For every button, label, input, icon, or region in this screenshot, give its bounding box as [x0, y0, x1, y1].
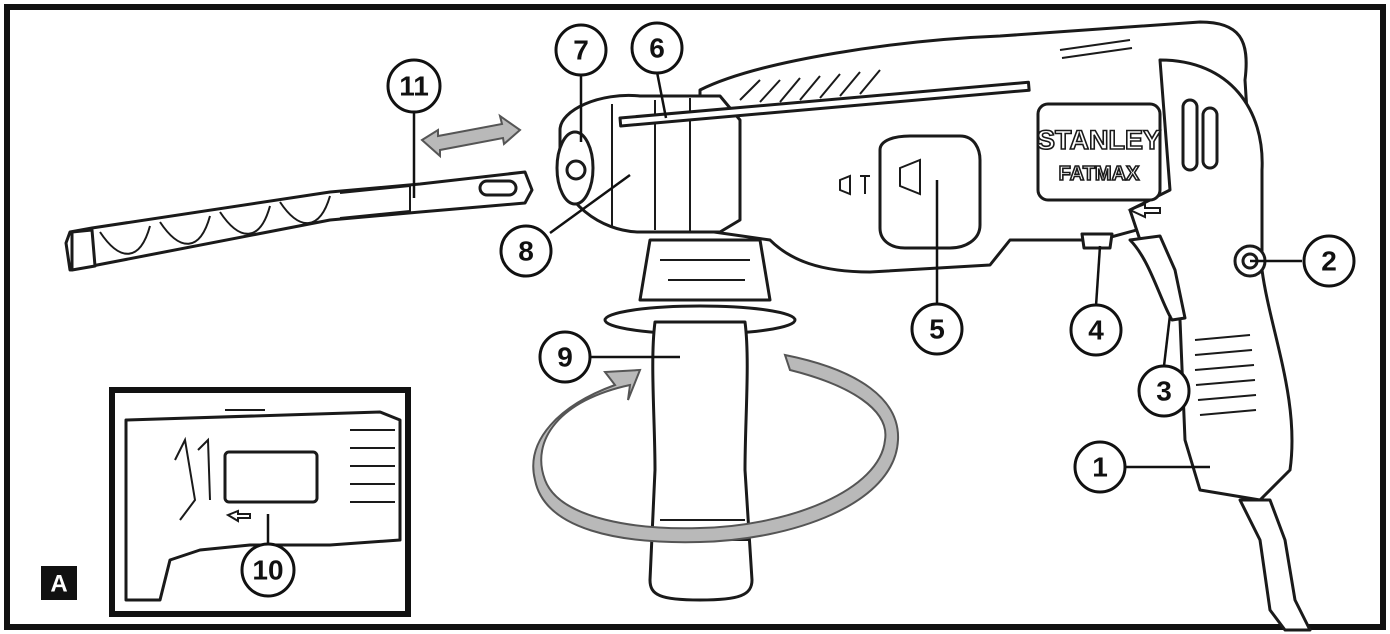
callout-3: 3 [1137, 364, 1191, 418]
brand-logo-line1: STANLEY [1037, 125, 1161, 155]
callout-9-label: 9 [557, 342, 573, 373]
callout-10-label: 10 [252, 555, 283, 586]
drill-bit [64, 170, 534, 272]
callout-6-label: 6 [649, 33, 665, 64]
callout-4: 4 [1069, 303, 1123, 357]
callout-4-label: 4 [1088, 315, 1104, 346]
callout-10: 10 [240, 542, 296, 598]
callout-7: 7 [554, 23, 608, 77]
callout-7-label: 7 [573, 35, 589, 66]
callout-2: 2 [1302, 234, 1356, 288]
callout-2-label: 2 [1321, 246, 1337, 277]
callout-5: 5 [910, 302, 964, 356]
leader-lines [266, 71, 1302, 544]
rotation-arrow [532, 353, 900, 544]
callout-1: 1 [1073, 440, 1127, 494]
drill-body: STANLEY FATMAX [555, 20, 1312, 632]
insert-remove-arrow [420, 113, 522, 159]
panel-label: A [50, 571, 67, 598]
callout-8-label: 8 [518, 236, 534, 267]
callout-11-label: 11 [399, 71, 429, 102]
callout-3-label: 3 [1156, 376, 1172, 407]
callout-8: 8 [499, 224, 553, 278]
brand-logo-line2: FATMAX [1059, 163, 1140, 185]
callout-9: 9 [538, 330, 592, 384]
panel-label-badge [41, 566, 77, 600]
inset-panel: A [41, 387, 411, 617]
callout-5-label: 5 [929, 314, 945, 345]
callout-11: 11 [386, 58, 442, 114]
callout-1-label: 1 [1092, 452, 1108, 483]
side-handle [603, 304, 797, 602]
outer-frame [4, 4, 1386, 630]
callout-6: 6 [630, 21, 684, 75]
